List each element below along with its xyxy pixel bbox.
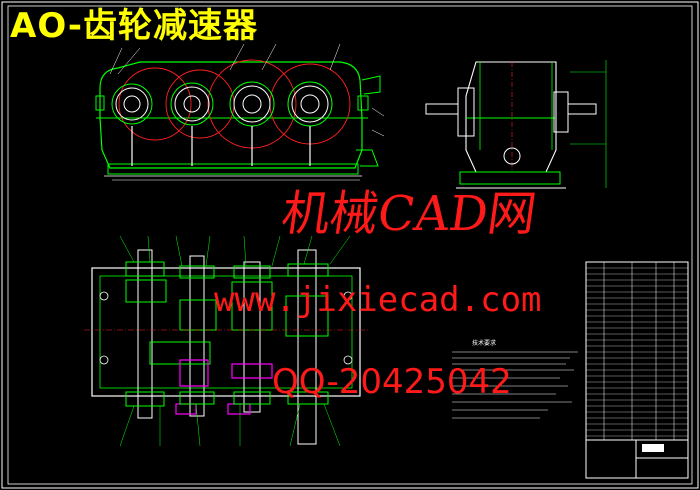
parts-list	[585, 261, 689, 479]
plan-view	[84, 235, 368, 447]
technical-notes	[452, 351, 578, 419]
drawing-title: AO-齿轮减速器	[10, 6, 258, 46]
side-view	[425, 60, 607, 189]
notes-title: 技术要求	[472, 340, 497, 347]
inner-frame	[7, 5, 693, 485]
watermark-url: www.jixiecad.com	[214, 280, 542, 320]
watermark-qq: QQ-20425042	[272, 362, 512, 402]
front-view	[95, 43, 385, 181]
watermark-site-name: 机械CAD网	[278, 186, 540, 242]
gear-circle-1	[118, 67, 192, 141]
